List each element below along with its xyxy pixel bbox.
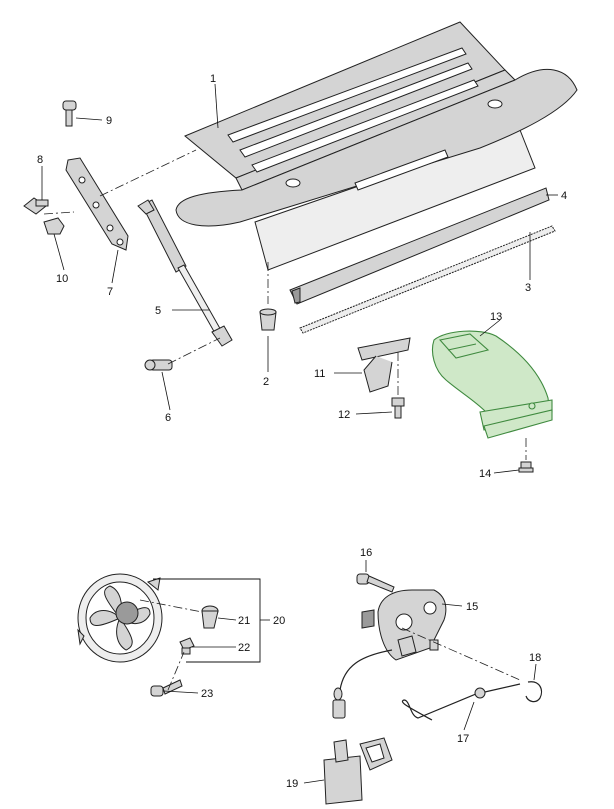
callout-12: 12 [338,409,350,421]
group-bracket-20 [153,578,261,663]
callout-13: 13 [490,311,502,323]
callout-14: 14 [479,468,491,480]
reference-lines [43,149,527,691]
striker-bracket [357,337,411,419]
callout-23: 23 [201,688,213,700]
cable-switch [323,649,543,805]
callout-22: 22 [238,642,250,654]
clip-14 [518,461,534,473]
leader-lines [41,83,558,784]
hinge-assembly [23,100,129,251]
callout-1: 1 [210,73,216,85]
callout-9: 9 [106,115,112,127]
callout-19: 19 [286,778,298,790]
callout-3: 3 [525,282,531,294]
ball-stud [144,359,173,371]
callout-5: 5 [155,305,161,317]
callout-7: 7 [107,286,113,298]
callout-10: 10 [56,273,68,285]
seal-strip [299,225,556,334]
callout-21: 21 [238,615,250,627]
callout-2: 2 [263,376,269,388]
callouts: 1 2 3 4 5 6 7 8 9 10 11 12 13 14 15 16 1… [37,73,567,790]
buffer [259,308,277,331]
callout-8: 8 [37,154,43,166]
callout-15: 15 [466,601,478,613]
callout-11: 11 [314,368,325,380]
callout-18: 18 [529,652,541,664]
callout-20: 20 [273,615,285,627]
gas-strut [137,199,233,347]
fan-assembly [77,573,219,697]
callout-16: 16 [360,547,372,559]
callout-17: 17 [457,733,469,745]
lock-assembly [356,573,447,661]
intake-duct-highlighted [431,330,553,439]
callout-4: 4 [561,190,567,202]
rear-lid [175,21,578,271]
trim-strip [289,187,550,305]
callout-6: 6 [165,412,171,424]
